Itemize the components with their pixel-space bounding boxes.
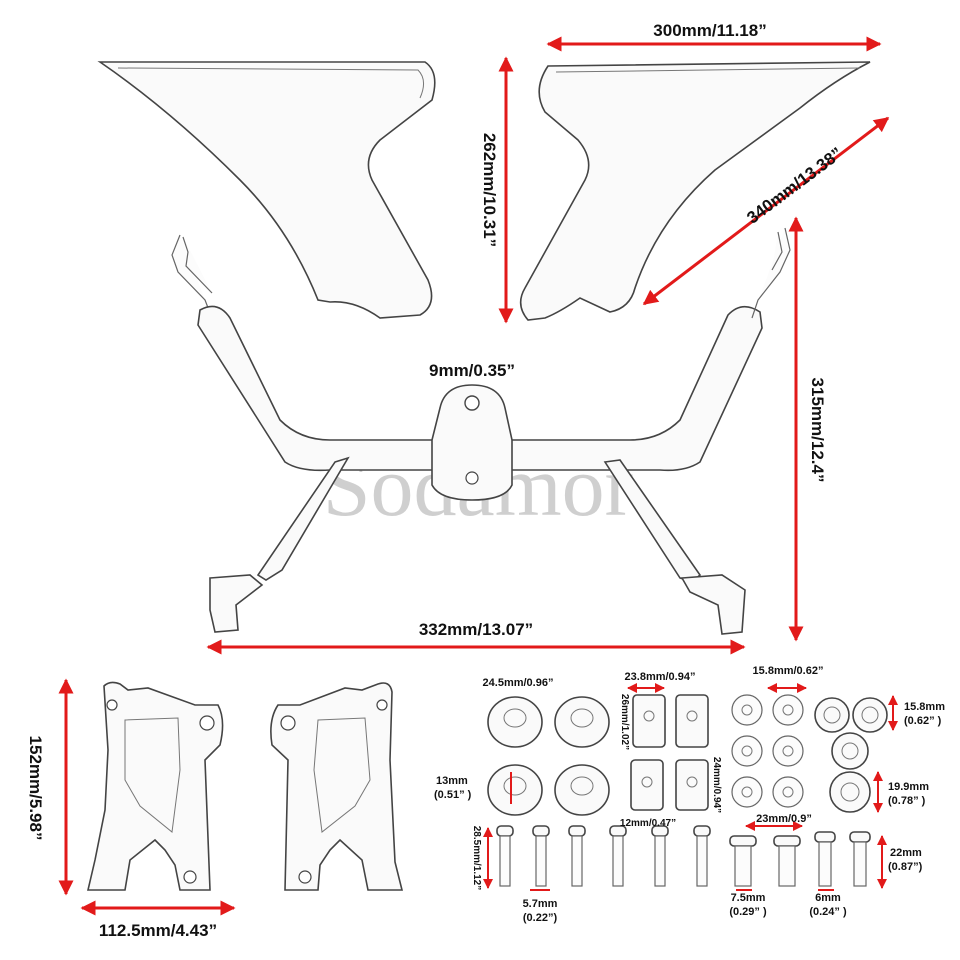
grommet [554, 764, 610, 816]
label-bolt-long-dia-in: (0.22”) [523, 912, 558, 924]
label-washer-right-small-mm: 15.8mm [904, 701, 945, 713]
label-bolt-long-dia-mm: 5.7mm [523, 898, 558, 910]
label-bolt-fine-length-mm: 22mm [890, 847, 922, 859]
bolt [568, 825, 586, 887]
label-washer-right-large-mm: 19.9mm [888, 781, 929, 793]
label-clip-height-a: 26mm/1.02” [619, 694, 630, 750]
label-plate-width: 112.5mm/4.43” [99, 921, 217, 940]
label-grommet-inner-in: (0.51” ) [434, 789, 472, 801]
clip-nuts [630, 694, 709, 811]
washer [731, 694, 763, 726]
label-grommet-large: 24.5mm/0.96” [483, 677, 554, 689]
short-bolts [729, 831, 871, 887]
washer [852, 697, 888, 733]
clip-nut [675, 694, 709, 748]
left-fairing-panel [97, 61, 436, 319]
grommet [487, 696, 543, 748]
bolt [849, 831, 871, 887]
grommet [487, 764, 543, 816]
bolt [814, 831, 836, 887]
label-washer-row: 15.8mm/0.62” [753, 665, 824, 677]
washer [772, 776, 804, 808]
bolt [773, 835, 801, 887]
label-mount-hole: 9mm/0.35” [429, 361, 515, 380]
washer [772, 694, 804, 726]
washer [831, 732, 869, 770]
clip-nut [630, 759, 664, 811]
label-plate-height: 152mm/5.98” [26, 736, 45, 841]
bolt [496, 825, 514, 887]
right-fairing-panel [519, 61, 871, 321]
main-bracket [171, 227, 791, 635]
bolt [729, 835, 757, 887]
bolt [609, 825, 627, 887]
washer [731, 735, 763, 767]
grommet [554, 696, 610, 748]
label-bracket-height: 315mm/12.4” [808, 378, 827, 483]
left-mounting-plate [86, 681, 224, 891]
panel-diagonal-arrow [642, 116, 890, 306]
label-panel-width: 300mm/11.18” [653, 21, 766, 40]
washer [829, 771, 871, 813]
label-washer-right-small-in: (0.62” ) [904, 715, 942, 727]
long-bolts [496, 825, 711, 887]
grommets [487, 696, 610, 816]
label-washer-right-large-in: (0.78” ) [888, 795, 926, 807]
label-bolt-short-dia-mm: 7.5mm [731, 892, 766, 904]
bolt [693, 825, 711, 887]
label-bolt-fine-length-in: (0.87”) [888, 861, 923, 873]
clip-nut [675, 759, 709, 811]
washer [731, 776, 763, 808]
label-bolt-short-dia-in: (0.29” ) [729, 906, 767, 918]
label-clip-base: 12mm/0.47” [620, 818, 676, 829]
small-washers [731, 694, 804, 808]
bolt [651, 825, 669, 887]
label-clip-width: 23.8mm/0.94” [625, 671, 696, 683]
label-panel-diagonal: 340mm/13.38” [743, 144, 846, 228]
clip-nut [632, 694, 666, 748]
washer [772, 735, 804, 767]
label-bracket-width: 332mm/13.07” [419, 620, 533, 639]
label-clip-height-b: 24mm/0.94” [711, 757, 722, 813]
label-bolt-fine-dia-in: (0.24” ) [809, 906, 847, 918]
washer [814, 697, 850, 733]
bolt [532, 825, 550, 887]
label-panel-height: 262mm/10.31” [480, 133, 499, 247]
label-bolt-short-width: 23mm/0.9” [756, 813, 812, 825]
label-bolt-long-length: 28.5mm/1.12” [471, 826, 482, 891]
right-mounting-plate [270, 682, 404, 891]
label-bolt-fine-dia-mm: 6mm [815, 892, 841, 904]
label-grommet-inner-mm: 13mm [436, 775, 468, 787]
large-washers [814, 697, 888, 813]
